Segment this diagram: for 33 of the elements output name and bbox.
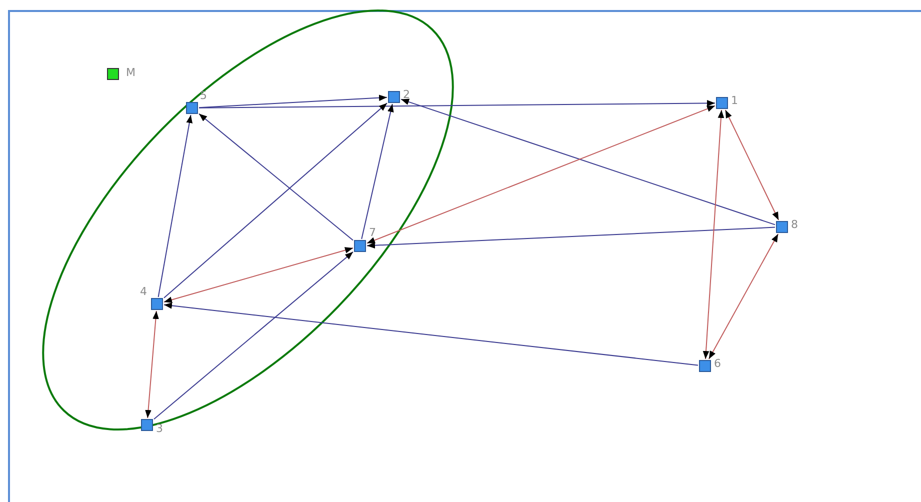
node-number: 4	[140, 286, 147, 298]
node-number: 6	[714, 358, 721, 370]
node-number: 8	[791, 219, 798, 231]
arrow	[158, 114, 193, 298]
arrow	[154, 251, 354, 420]
node-square	[716, 97, 728, 109]
node-square	[151, 298, 163, 310]
arrow	[198, 94, 388, 108]
arrow	[198, 100, 716, 108]
arrow	[366, 105, 716, 244]
arrow	[724, 110, 780, 220]
node-number: 5	[200, 90, 207, 102]
arrow	[164, 247, 354, 303]
node-number: 3	[156, 423, 163, 435]
node-number: 7	[369, 227, 376, 239]
arrow	[164, 102, 388, 298]
node-square	[776, 221, 788, 233]
node-number: 2	[403, 89, 410, 101]
arrow	[708, 234, 779, 360]
arrow	[198, 113, 354, 241]
node-square	[388, 91, 400, 103]
arrow	[366, 226, 776, 249]
legend-text: M	[126, 67, 136, 79]
node-number: 1	[731, 95, 738, 107]
arrow	[361, 104, 394, 240]
node-square	[699, 360, 711, 372]
arrow	[702, 110, 724, 360]
arrow	[164, 302, 698, 366]
arrow	[400, 98, 776, 226]
arrow	[145, 310, 159, 418]
node-square	[186, 102, 198, 114]
node-square	[354, 240, 366, 252]
node-square	[141, 419, 153, 431]
